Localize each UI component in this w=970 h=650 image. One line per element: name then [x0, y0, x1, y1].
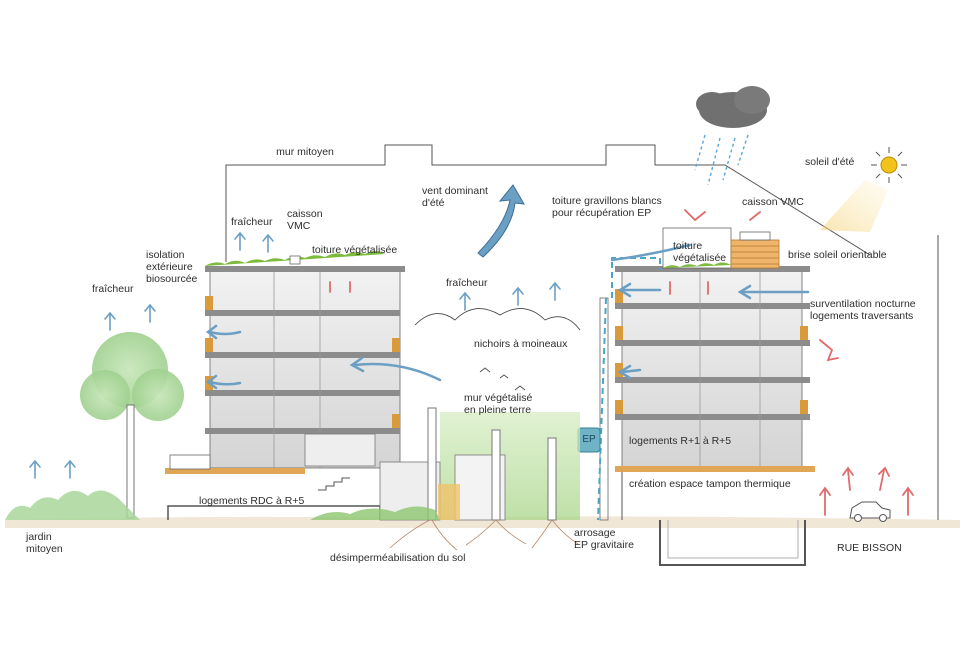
roots	[389, 519, 579, 551]
sun-icon	[820, 147, 907, 232]
label-surventilation: surventilation nocturne logements traver…	[810, 298, 916, 322]
garden-tree	[80, 332, 184, 519]
wind-arrow-icon	[477, 184, 525, 258]
label-caisson-vmc-left: caisson VMC	[287, 208, 323, 232]
party-wall-outline	[225, 144, 871, 262]
label-toiture-gravillons: toiture gravillons blancs pour récupérat…	[552, 195, 662, 219]
label-ep-tank: EP	[582, 434, 596, 445]
label-mur-vegetalise: mur végétalisé en pleine terre	[464, 392, 533, 416]
ground-strip	[5, 516, 960, 528]
canopy-outline	[414, 308, 581, 331]
ventilation-arrows	[205, 243, 810, 390]
bird-icons	[479, 367, 526, 391]
label-mur-mitoyen: mur mitoyen	[276, 146, 334, 158]
right-building	[599, 227, 815, 566]
label-nichoirs: nichoirs à moineaux	[474, 338, 568, 350]
timber-panel	[438, 484, 460, 520]
label-soleil-ete: soleil d'été	[805, 156, 855, 168]
label-logements-left: logements RDC à R+5	[199, 495, 305, 507]
label-desimpermeabilisation: désimperméabilisation du sol	[330, 552, 466, 564]
label-creation-espace: création espace tampon thermique	[629, 478, 791, 490]
courtyard-hedge	[310, 506, 440, 520]
label-brise-soleil: brise soleil orientable	[788, 249, 887, 261]
label-arrosage: arrosage EP gravitaire	[574, 527, 634, 551]
car-icon	[849, 501, 891, 522]
garden-shrubs	[5, 490, 140, 520]
rain-cloud-icon	[694, 86, 770, 186]
heat-arrows	[329, 209, 914, 516]
label-vent-dominant: vent dominant d'été	[422, 185, 488, 209]
label-isolation: isolation extérieure biosourcée	[146, 249, 198, 285]
label-toiture-vegetalisee-right: toiture végétalisée	[673, 240, 727, 264]
label-toiture-vegetalisee-left: toiture végétalisée	[312, 244, 398, 256]
label-jardin-mitoyen: jardin mitoyen	[26, 531, 63, 555]
label-fraicheur-tree: fraîcheur	[92, 283, 134, 295]
left-building	[165, 251, 405, 520]
label-rue-bisson: RUE BISSON	[837, 542, 902, 554]
label-caisson-vmc-right: caisson VMC	[742, 196, 804, 208]
label-logements-right: logements R+1 à R+5	[629, 435, 732, 447]
label-fraicheur-center: fraîcheur	[446, 277, 488, 289]
cool-air-arrows	[29, 231, 561, 479]
label-fraicheur-left-bldg: fraîcheur	[231, 216, 273, 228]
